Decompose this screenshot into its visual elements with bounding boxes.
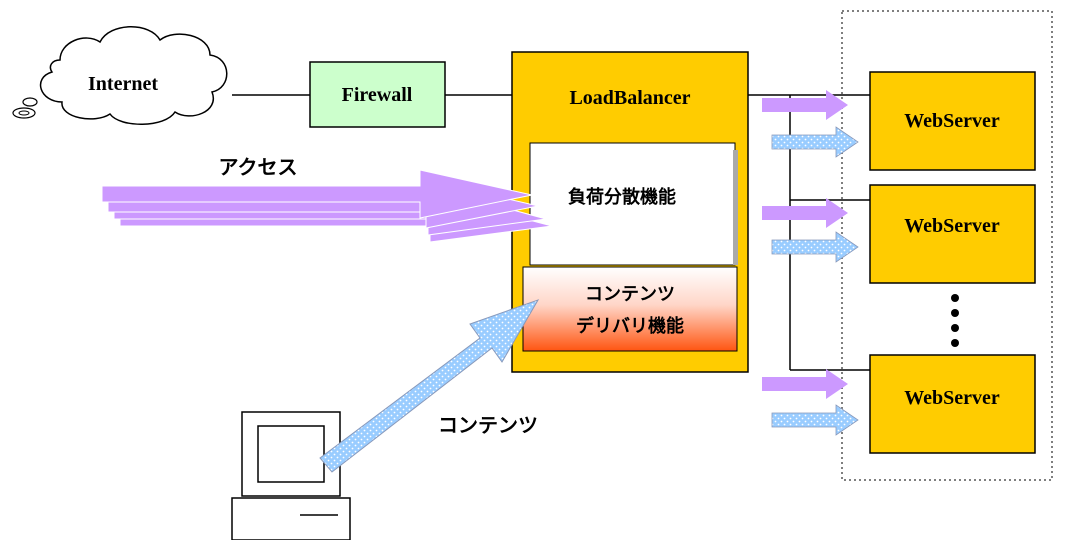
load-distribution-label: 負荷分散機能: [568, 186, 676, 208]
internet-cloud-icon: [12, 26, 228, 125]
firewall-box: [309, 61, 446, 128]
load-distribution-shadow: [733, 150, 738, 265]
access-label: アクセス: [219, 155, 298, 179]
connection-lines: [232, 94, 870, 371]
content-delivery-label-line1: コンテンツ: [585, 284, 675, 305]
access-arrows: [101, 169, 553, 243]
server-group-frame: [841, 10, 1053, 481]
web-server-1: WebServer: [869, 71, 1036, 171]
web-server-label: WebServer: [904, 387, 1000, 409]
content-delivery-label-line2: デリバリ機能: [576, 315, 684, 337]
computer-terminal-icon: [231, 411, 351, 540]
web-server-label: WebServer: [904, 110, 1000, 132]
content-delivery-box: [522, 266, 738, 352]
load-balancer-label: LoadBalancer: [569, 87, 690, 109]
server-request-arrows: [762, 90, 848, 399]
web-server-2: WebServer: [869, 184, 1036, 284]
web-server-label: WebServer: [904, 215, 1000, 237]
more-servers-ellipsis: [951, 294, 959, 347]
contents-label: コンテンツ: [438, 413, 538, 437]
internet-label: Internet: [88, 73, 158, 95]
web-server-3: WebServer: [869, 354, 1036, 454]
load-distribution-box: [529, 142, 736, 266]
firewall-label: Firewall: [342, 84, 413, 106]
server-content-arrows: [771, 126, 859, 436]
content-upload-arrow: [319, 299, 540, 473]
